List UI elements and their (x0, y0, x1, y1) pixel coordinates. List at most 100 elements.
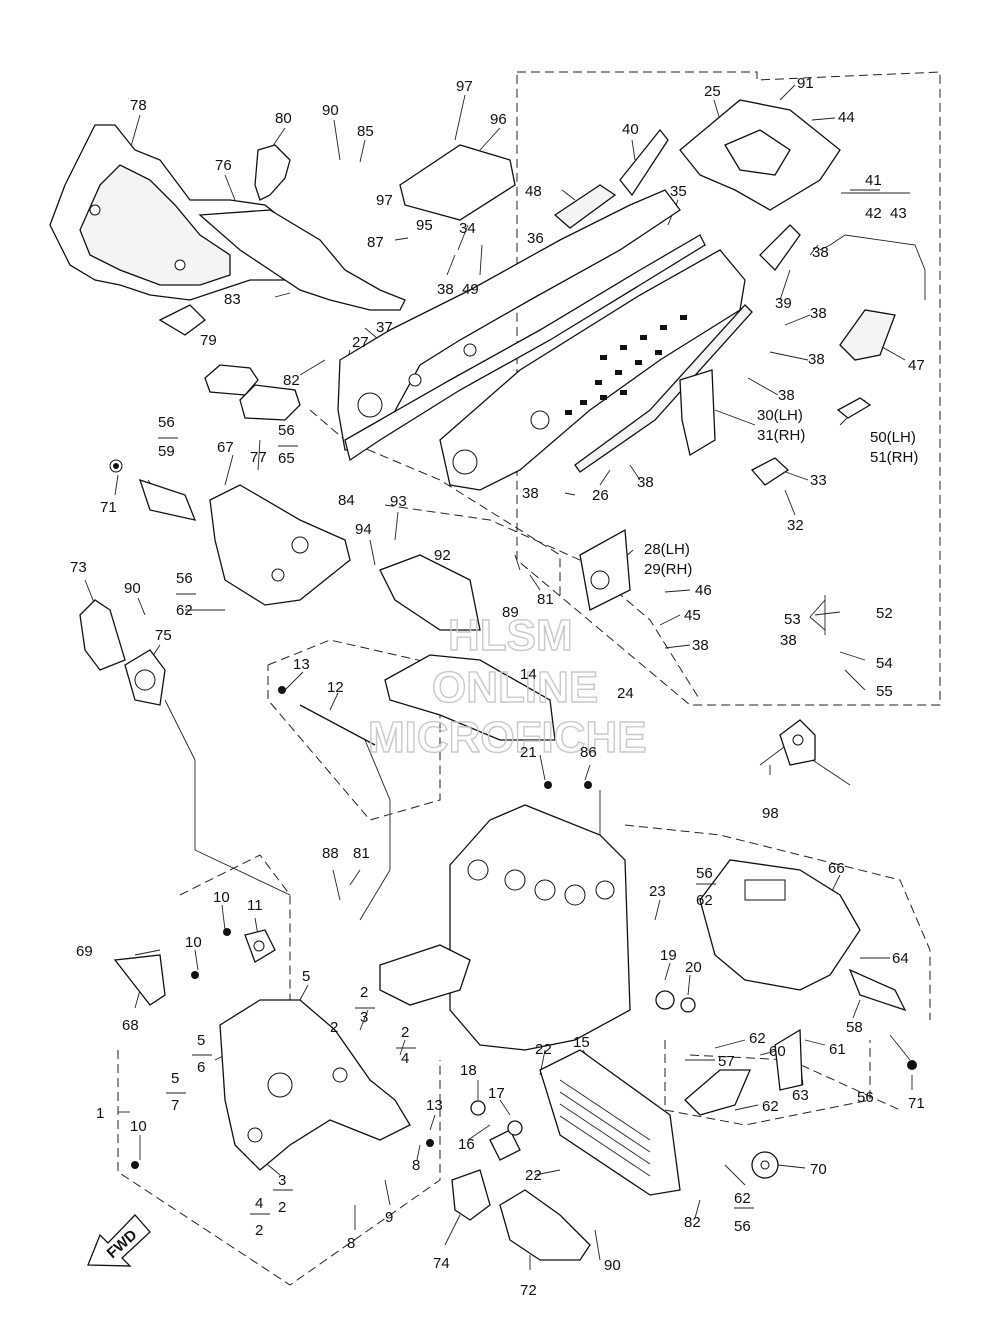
part-26-rear-tunnel (439, 249, 746, 491)
callout-81b: 81 (353, 845, 370, 862)
part-59-plate (138, 478, 197, 521)
callout-62d: 62 (762, 1098, 779, 1115)
callout-82b: 82 (684, 1214, 701, 1231)
callout-17: 17 (488, 1085, 505, 1102)
part-50-51-bracket (836, 397, 872, 419)
part-67-bumper-bracket (209, 484, 351, 606)
callout-15: 15 (573, 1034, 590, 1051)
callout-2c: 2 (401, 1024, 409, 1041)
watermark: HLSM ONLINE MICROFICHE (367, 610, 647, 762)
part-96-top-cover (399, 144, 516, 221)
callout-7: 7 (171, 1097, 179, 1114)
callout-57: 57 (718, 1053, 735, 1070)
callout-97: 97 (456, 78, 473, 95)
callout-56b: 56 (278, 422, 295, 439)
part-58-plate (848, 968, 907, 1012)
callout-90c: 90 (604, 1257, 621, 1274)
callout-14: 14 (520, 666, 537, 683)
callout-65: 65 (278, 450, 295, 467)
callout-30: 30(LH) (757, 407, 803, 424)
callout-67: 67 (217, 439, 234, 456)
callout-9: 9 (385, 1209, 393, 1226)
callout-26: 26 (592, 487, 609, 504)
callout-86: 86 (580, 744, 597, 761)
callout-63: 63 (792, 1087, 809, 1104)
callout-34: 34 (459, 220, 476, 237)
callout-81a: 81 (537, 591, 554, 608)
callout-6: 6 (197, 1059, 205, 1076)
callout-37: 37 (376, 319, 393, 336)
part-79-pad (204, 364, 259, 396)
callout-13a: 13 (293, 656, 310, 673)
callout-91: 91 (797, 75, 814, 92)
part-15-heat-exchanger (539, 1049, 681, 1196)
callout-49: 49 (462, 281, 479, 298)
callout-94: 94 (355, 521, 372, 538)
callout-62b: 62 (696, 892, 713, 909)
callout-47: 47 (908, 357, 925, 374)
callout-bracket-marks (158, 192, 910, 1215)
callout-35: 35 (670, 183, 687, 200)
callout-38d: 38 (808, 351, 825, 368)
callout-93: 93 (390, 493, 407, 510)
callout-62c: 62 (749, 1030, 766, 1047)
callout-62a: 62 (176, 602, 193, 619)
callout-3a: 3 (360, 1009, 368, 1026)
callout-12: 12 (327, 679, 344, 696)
callout-43: 43 (890, 205, 907, 222)
callout-8b: 8 (347, 1235, 355, 1252)
part-30-31-side-plate (679, 369, 716, 457)
part-39-bracket (759, 224, 801, 272)
callout-78: 78 (130, 97, 147, 114)
callout-44: 44 (838, 109, 855, 126)
callout-5c: 5 (171, 1070, 179, 1087)
part-68-bracket (113, 954, 166, 1006)
callout-25: 25 (704, 83, 721, 100)
callout-18: 18 (460, 1062, 477, 1079)
callout-53: 53 (784, 611, 801, 628)
callout-42: 42 (865, 205, 882, 222)
callout-85: 85 (357, 123, 374, 140)
callout-38i: 38 (780, 632, 797, 649)
callout-56a: 56 (158, 414, 175, 431)
part-63-bracket (774, 1028, 803, 1091)
callout-50: 50(LH) (870, 429, 916, 446)
callout-38h: 38 (692, 637, 709, 654)
callout-38b: 38 (437, 281, 454, 298)
callout-38e: 38 (778, 387, 795, 404)
part-bulkhead-frame (449, 804, 631, 1051)
callout-32: 32 (787, 517, 804, 534)
callout-33: 33 (810, 472, 827, 489)
callout-38f: 38 (637, 474, 654, 491)
part-19-bearing (655, 990, 675, 1010)
callout-2b: 2 (330, 1019, 338, 1036)
callout-95: 95 (416, 217, 433, 234)
watermark-line-1: HLSM (448, 611, 573, 660)
part-74-cover (451, 1169, 491, 1221)
callout-74: 74 (433, 1255, 450, 1272)
part-12-shaft (299, 704, 376, 746)
part-47-step (839, 309, 896, 361)
heat-exchanger-fins (559, 1079, 651, 1177)
callout-10c: 10 (130, 1118, 147, 1135)
callout-90: 90 (322, 102, 339, 119)
callout-96: 96 (490, 111, 507, 128)
part-16-bushing (489, 1129, 521, 1161)
callout-98: 98 (762, 805, 779, 822)
callout-45: 45 (684, 607, 701, 624)
callout-84: 84 (338, 492, 355, 509)
part-72-shield (499, 1189, 591, 1261)
callout-2e: 2 (255, 1222, 263, 1239)
part-17-collar (507, 1120, 523, 1136)
callout-40: 40 (622, 121, 639, 138)
callout-8a: 8 (412, 1157, 420, 1174)
callout-3b: 3 (278, 1172, 286, 1189)
callout-68: 68 (122, 1017, 139, 1034)
callout-48: 48 (525, 183, 542, 200)
callout-58: 58 (846, 1019, 863, 1036)
leader-lines (84, 84, 913, 1270)
part-73-cover (79, 599, 126, 671)
callout-38c: 38 (810, 305, 827, 322)
part-66-bumper (699, 859, 861, 991)
